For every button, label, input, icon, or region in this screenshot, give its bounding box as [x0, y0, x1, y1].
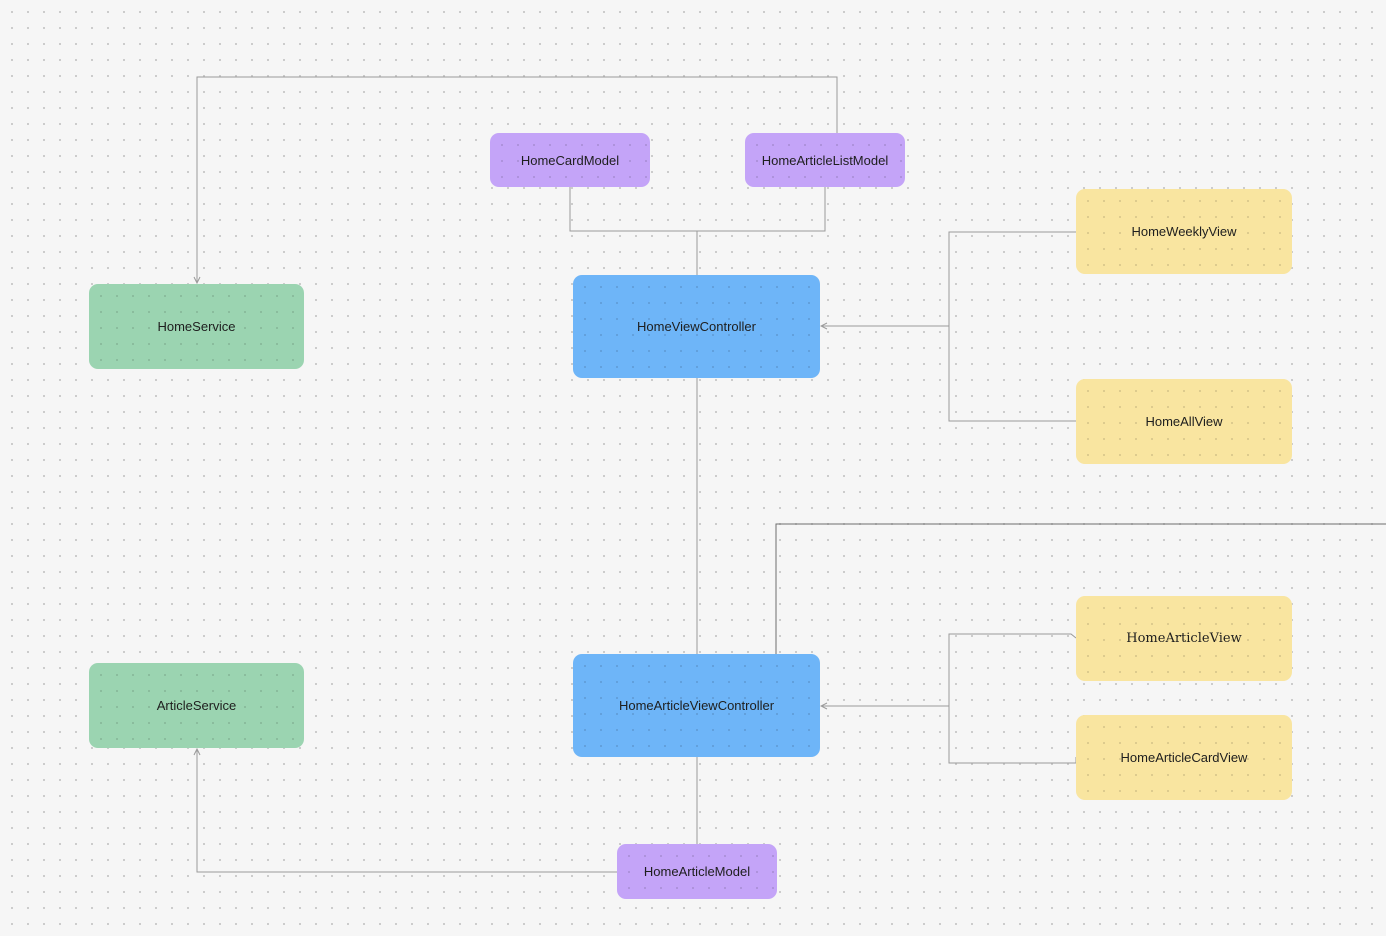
node-label: HomeAllView: [1145, 414, 1223, 429]
node-article-service[interactable]: ArticleService: [89, 663, 304, 748]
node-label: HomeArticleListModel: [761, 152, 889, 168]
node-label: ArticleService: [156, 698, 237, 713]
edge-list-model-to-home-vc: [697, 187, 826, 232]
node-home-all-view[interactable]: HomeAllView: [1076, 379, 1292, 464]
node-home-view-controller[interactable]: HomeViewController: [573, 275, 820, 378]
edge-article-view-to-article-vc: [948, 633, 1077, 706]
node-home-service[interactable]: HomeService: [89, 284, 304, 369]
node-label: HomeService: [157, 319, 236, 334]
node-home-article-card-view[interactable]: HomeArticleCardView: [1076, 715, 1292, 800]
node-label: HomeArticleModel: [643, 864, 751, 879]
node-label: HomeArticleView: [1126, 631, 1242, 646]
node-label: HomeArticleCardView: [1120, 750, 1248, 765]
node-home-article-view[interactable]: HomeArticleView: [1076, 596, 1292, 681]
edge-article-model-to-article-service: [197, 749, 617, 873]
edge-list-model-to-home-service: [197, 76, 838, 283]
node-label: HomeArticleViewController: [618, 698, 775, 713]
edge-card-model-to-home-vc: [569, 187, 698, 275]
edge-weekly-view-to-home-vc: [948, 231, 1076, 326]
node-home-card-model[interactable]: HomeCardModel: [490, 133, 650, 187]
node-home-article-list-model[interactable]: HomeArticleListModel: [745, 133, 905, 187]
node-label: HomeCardModel: [520, 152, 620, 168]
edge-article-vc-offscreen: [775, 523, 1386, 654]
node-label: HomeWeeklyView: [1131, 224, 1237, 239]
edge-all-view-to-home-vc: [821, 326, 1076, 422]
node-label: HomeViewController: [637, 319, 756, 334]
node-home-weekly-view[interactable]: HomeWeeklyView: [1076, 189, 1292, 274]
edge-article-card-view-to-article-vc: [821, 706, 1077, 764]
node-home-article-view-controller[interactable]: HomeArticleViewController: [573, 654, 820, 757]
node-home-article-model[interactable]: HomeArticleModel: [617, 844, 777, 899]
